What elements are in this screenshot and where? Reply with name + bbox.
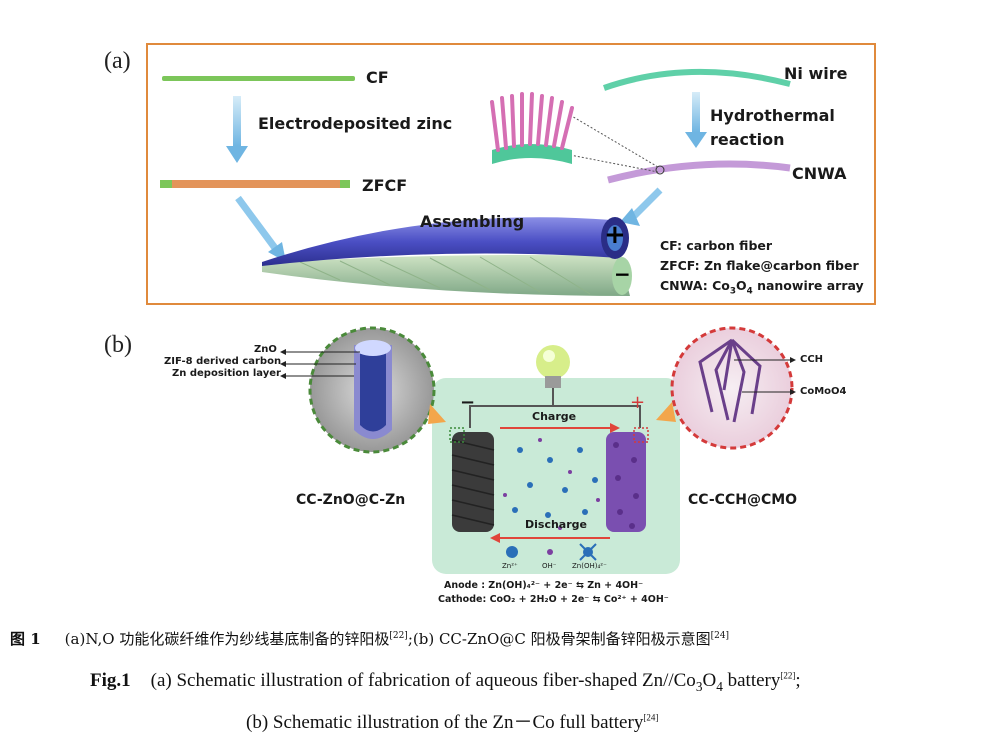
zfcf-fiber — [160, 180, 350, 188]
plus-terminal: + — [630, 392, 646, 413]
cathode-equation: Cathode: CoO₂ + 2H₂O + 2e⁻ ⇆ Co²⁺ + 4OH⁻ — [438, 594, 669, 605]
charge-label: Charge — [532, 410, 577, 423]
cnwa-label: CNWA — [792, 164, 847, 183]
step2-label-1: Hydrothermal — [710, 106, 835, 125]
anode-name: CC-ZnO@C-Zn — [296, 492, 406, 508]
minus-terminal: − — [460, 392, 476, 413]
oh-ion-icon — [547, 549, 553, 555]
cf-fiber — [162, 76, 355, 81]
zn-ion-icon — [506, 546, 518, 558]
caption-cn-label: 图 1 — [10, 630, 41, 648]
ions — [512, 447, 598, 518]
cathode-electrode — [606, 427, 649, 532]
anode-electrode — [449, 427, 495, 532]
legend-znoh-ion: Zn(OH)₄²⁻ — [572, 562, 607, 570]
legend-cf: CF: carbon fiber — [660, 238, 773, 253]
cathode-name: CC-CCH@CMO — [688, 492, 798, 508]
ni-wire-label: Ni wire — [784, 64, 848, 83]
anode-equation: Anode : Zn(OH)₄²⁻ + 2e⁻ ⇆ Zn + 4OH⁻ — [444, 580, 644, 591]
panel-a-frame — [146, 43, 876, 305]
zn-layer-label: Zn deposition layer — [172, 368, 281, 379]
nanowire-array-icon — [490, 92, 574, 164]
cf-label: CF — [366, 68, 389, 87]
legend-zn-ion: Zn²⁺ — [502, 562, 518, 570]
discharge-label: Discharge — [525, 518, 587, 531]
cch-label: CCH — [800, 354, 824, 365]
anode-zoom-circle — [308, 326, 446, 454]
cathode-zoom-circle — [656, 326, 794, 450]
step1-label: Electrodeposited zinc — [258, 114, 453, 133]
znoh-ion-icon — [579, 543, 597, 561]
cnwa-wire — [607, 160, 791, 184]
panel-a-letter: (a) — [104, 48, 131, 74]
legend-oh-ion: OH⁻ — [542, 562, 557, 570]
panel-a-illustration — [160, 69, 791, 296]
caption-chinese: 图 1(a)N,O 功能化碳纤维作为纱线基底制备的锌阳极[22];(b) CC-… — [10, 630, 730, 648]
panel-b-illustration — [280, 326, 796, 574]
step2-label-2: reaction — [710, 130, 785, 149]
comoo4-label: CoMoO4 — [800, 386, 847, 397]
zno-label: ZnO — [254, 344, 277, 355]
caption-en-label: Fig.1 — [90, 670, 131, 691]
minus-sign: − — [614, 262, 631, 286]
caption-english-2: (b) Schematic illustration of the Zn－Co … — [246, 712, 659, 733]
assembled-fiber — [262, 217, 632, 296]
assembling-label: Assembling — [420, 212, 525, 231]
panel-b-letter: (b) — [104, 332, 132, 358]
lightbulb-icon — [536, 345, 570, 406]
zif-label: ZIF-8 derived carbon — [164, 356, 282, 367]
legend-zfcf: ZFCF: Zn flake@carbon fiber — [660, 258, 859, 273]
caption-english-1: Fig.1(a) Schematic illustration of fabri… — [90, 670, 801, 694]
legend-cnwa: CNWA: Co3O4 nanowire array — [660, 278, 864, 297]
ni-wire — [603, 69, 791, 91]
zfcf-label: ZFCF — [362, 176, 408, 195]
plus-sign: + — [604, 220, 626, 250]
